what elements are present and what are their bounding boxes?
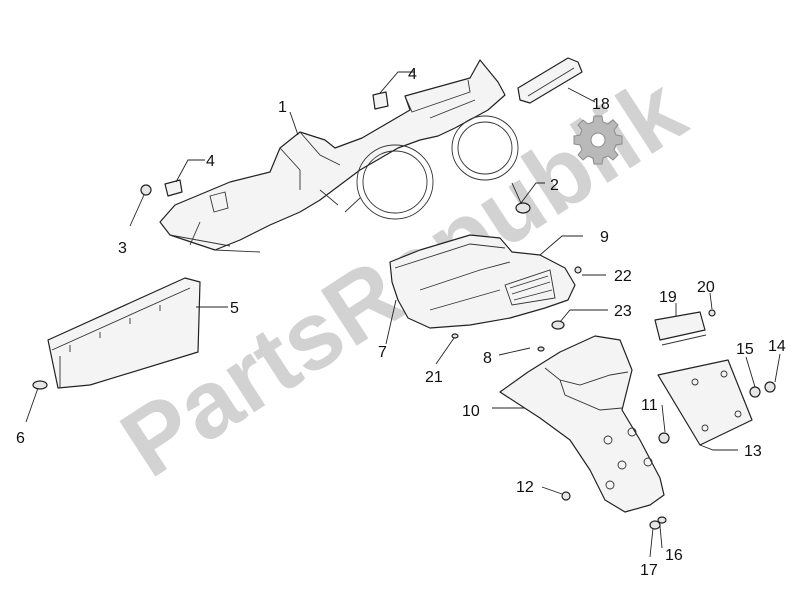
callout-14: 14 [768,338,786,355]
callout-23: 23 [614,303,632,320]
fasteners [451,266,776,530]
part-3-bolt [140,184,152,196]
part-13-plate-holder [657,359,753,446]
callout-7: 7 [378,344,387,361]
callout-13: 13 [744,443,762,460]
callout-11: 11 [641,397,658,414]
part-10-mudguard [499,335,665,513]
callout-12: 12 [516,479,534,496]
callout-17: 17 [640,562,658,579]
callout-6: 6 [16,430,25,447]
part-5-side-panel [47,277,201,389]
callout-8: 8 [483,350,492,367]
callout-21: 21 [425,369,443,386]
callout-20: 20 [697,279,715,296]
callout-22: 22 [614,268,632,285]
leader-lines [25,71,781,558]
callout-4-left: 4 [206,153,215,170]
part-1-rear-frame-cover [159,59,519,253]
callout-15: 15 [736,341,754,358]
callout-16: 16 [665,547,683,564]
callout-5: 5 [230,300,239,317]
callout-19: 19 [659,289,677,306]
part-18-strip [517,57,583,104]
part-6-nut [32,380,48,390]
callout-10: 10 [462,403,480,420]
callout-18: 18 [592,96,610,113]
callout-2: 2 [550,177,559,194]
callout-3: 3 [118,240,127,257]
callout-4-top: 4 [408,66,417,83]
part-7-inner-tray [389,234,576,329]
part-4-left-clip [164,179,183,197]
part-4-top-clip [372,91,389,110]
callout-labels: 1 2 3 4 4 5 6 7 8 9 10 11 12 13 14 15 16… [16,66,786,579]
part-2-grommet [515,202,531,214]
gear-icon [573,115,623,165]
part-19-bracket [654,311,707,346]
callout-1: 1 [278,99,287,116]
callout-9: 9 [600,229,609,246]
